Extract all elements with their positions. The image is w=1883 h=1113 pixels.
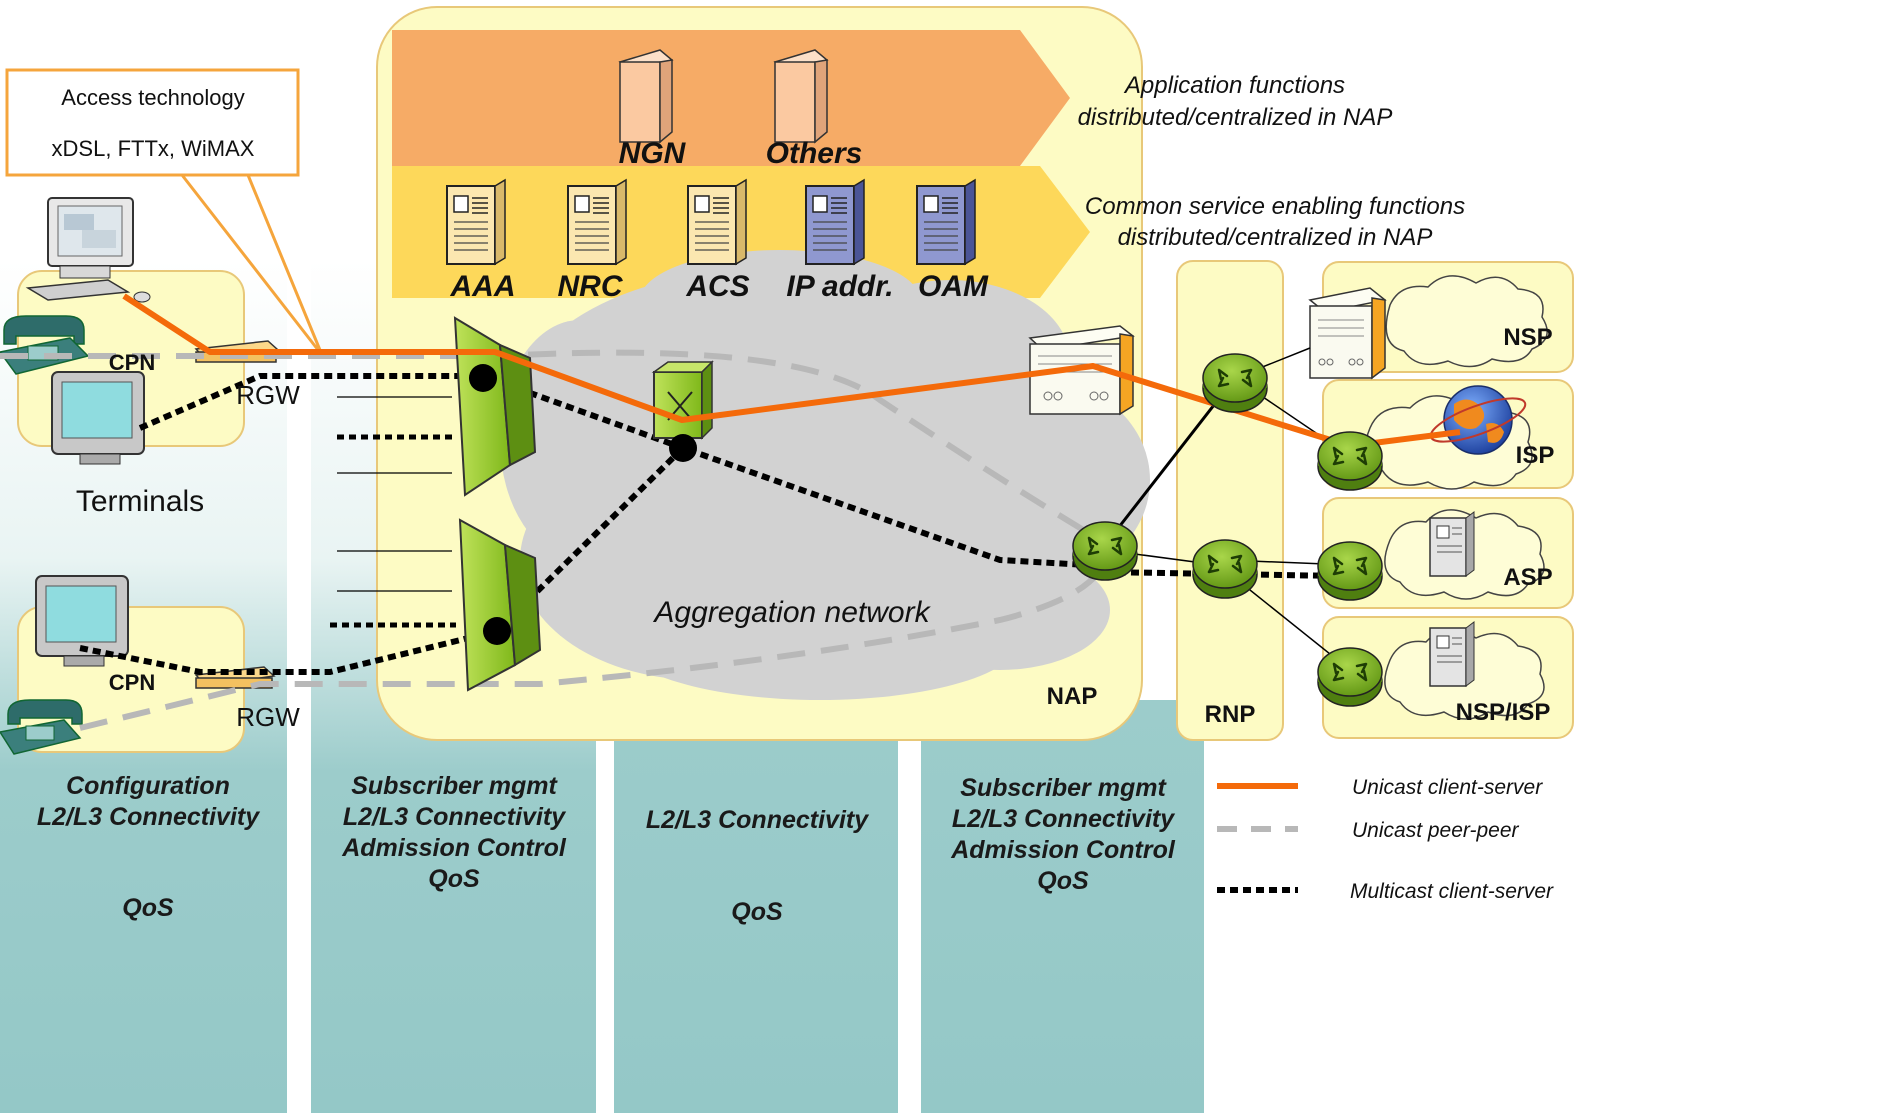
callout-line1: Access technology (61, 85, 244, 110)
routers (1072, 353, 1383, 707)
service-server-icon (805, 178, 865, 266)
service-server-icon (687, 178, 747, 266)
nsp-isp-server-icon (1429, 621, 1475, 687)
cpn-top-label: CPN (109, 350, 155, 375)
rnp-label: RNP (1205, 701, 1256, 728)
column-4-line-3: Admission Control (950, 836, 1176, 864)
legend-multicast-label: Multicast client-server (1350, 880, 1554, 903)
svc-label-acs: ACS (685, 270, 749, 303)
edge-server-icon (1028, 325, 1135, 416)
column-2-line-3: Admission Control (341, 834, 567, 862)
column-text-4: Subscriber mgmt L2/L3 Connectivity Admis… (950, 774, 1176, 895)
nap-label: NAP (1047, 683, 1098, 710)
router-isp-icon (1317, 431, 1383, 491)
television-top-icon (51, 371, 145, 465)
rgw-top-label: RGW (236, 380, 300, 410)
router-asp-icon (1317, 541, 1383, 601)
svc-label-aaa: AAA (450, 270, 516, 303)
column-text-3: L2/L3 Connectivity QoS (646, 806, 869, 926)
provider-label-nsp-isp: NSP/ISP (1456, 699, 1551, 726)
column-3-line-4: QoS (731, 898, 783, 926)
service-server-icon (567, 178, 627, 266)
access-port-dotted-lines (330, 434, 456, 628)
aggregation-network-label: Aggregation network (652, 596, 931, 629)
application-functions-band (392, 30, 1070, 166)
server-label-others: Others (766, 137, 863, 170)
router-nsp-isp-icon (1317, 647, 1383, 707)
service-servers (446, 178, 976, 266)
legend-unicast-pp-label: Unicast peer-peer (1352, 819, 1520, 842)
column-2-line-2: L2/L3 Connectivity (343, 803, 566, 831)
server-label-ngn: NGN (619, 137, 687, 170)
svc-label-oam: OAM (918, 270, 989, 303)
svc-functions-caption-2: distributed/centralized in NAP (1118, 224, 1433, 251)
callout-box (5, 68, 300, 177)
rgw-bottom-label: RGW (236, 702, 300, 732)
multicast-node-aggregation (669, 434, 697, 462)
terminals-label: Terminals (76, 485, 204, 518)
callout-line2: xDSL, FTTx, WiMAX (52, 136, 255, 161)
app-functions-caption-2: distributed/centralized in NAP (1078, 104, 1393, 131)
multicast-node-top (469, 364, 497, 392)
column-text-1: Configuration L2/L3 Connectivity QoS (37, 772, 260, 922)
column-4-line-2: L2/L3 Connectivity (952, 805, 1175, 833)
column-4-line-1: Subscriber mgmt (960, 774, 1167, 802)
access-technology-callout (5, 68, 324, 356)
service-server-icon (446, 178, 506, 266)
aggregation-cloud (500, 250, 1150, 700)
column-3-line-2: L2/L3 Connectivity (646, 806, 869, 834)
access-node-top-icon (453, 316, 537, 497)
cpn-bottom-label: CPN (109, 670, 155, 695)
router-rnp-bottom-icon (1192, 539, 1258, 599)
access-port-lines (337, 396, 452, 592)
provider-label-isp: ISP (1516, 442, 1555, 469)
asp-server-icon (1429, 511, 1475, 577)
column-1-line-2: L2/L3 Connectivity (37, 803, 260, 831)
column-1-line-4: QoS (122, 894, 174, 922)
column-aggregation (614, 700, 898, 1113)
provider-clouds (1364, 275, 1548, 720)
svc-label-ip-addr: IP addr. (786, 270, 893, 303)
multicast-node-bottom (483, 617, 511, 645)
legend-unicast-cs-label: Unicast client-server (1352, 776, 1543, 799)
rnp-panel (1176, 260, 1284, 741)
svc-functions-caption-1: Common service enabling functions (1085, 193, 1465, 220)
column-text-2: Subscriber mgmt L2/L3 Connectivity Admis… (341, 772, 567, 893)
nsp-server-icon (1308, 287, 1387, 380)
television-bottom-icon (35, 575, 129, 667)
unicast-peer-peer-paths (0, 349, 1103, 731)
provider-label-nsp: NSP (1503, 324, 1552, 351)
server-ngn-icon (618, 49, 674, 144)
column-2-line-4: QoS (428, 865, 480, 893)
computer-icon (25, 197, 151, 303)
provider-label-asp: ASP (1503, 564, 1552, 591)
app-functions-caption-1: Application functions (1123, 72, 1345, 99)
legend: Unicast client-server Unicast peer-peer … (1217, 776, 1554, 903)
column-edge (921, 700, 1204, 1113)
column-4-line-4: QoS (1037, 867, 1089, 895)
svc-label-nrc: NRC (558, 270, 624, 303)
server-others-icon (773, 49, 829, 144)
column-1-line-1: Configuration (66, 772, 230, 800)
access-node-bottom-icon (458, 518, 542, 692)
aggregation-switch-icon (651, 360, 714, 440)
service-server-icon (916, 178, 976, 266)
router-nap-icon (1072, 521, 1138, 581)
router-rnp-top-icon (1202, 353, 1268, 413)
telephone-bottom-icon (0, 699, 83, 755)
column-2-line-1: Subscriber mgmt (351, 772, 558, 800)
